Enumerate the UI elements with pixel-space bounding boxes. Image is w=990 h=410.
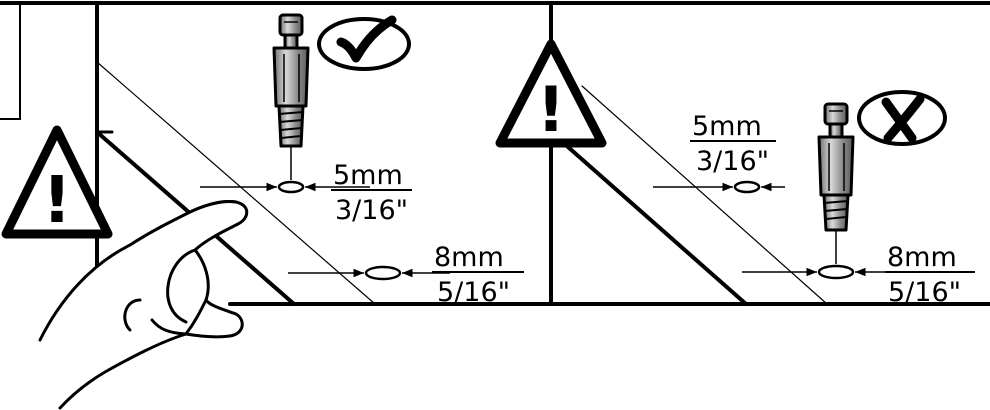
large-hole-imperial-label: 5/16" [437,277,510,308]
warning-triangle-icon: ! [1,125,113,239]
hole-large [364,265,402,281]
small-hole-metric-label: 5mm [333,160,403,191]
warning-exclamation: ! [537,73,565,146]
cam-dowel-icon [272,13,310,180]
large-hole-metric-label: 8mm [434,242,504,273]
hole-small [733,180,761,194]
dimension-arrows [200,182,900,278]
hole-small [277,180,305,194]
cross-icon [857,90,947,146]
cam-dowel-icon [817,102,855,264]
warning-triangle-icon: ! [495,39,607,148]
hole-large [817,264,855,280]
small-hole-imperial-label: 3/16" [696,146,769,177]
small-hole-metric-label: 5mm [692,111,762,142]
large-hole-imperial-label: 5/16" [888,277,961,308]
large-hole-metric-label: 8mm [887,242,957,273]
warning-exclamation: ! [42,164,71,238]
pointing-hand-icon [38,200,249,410]
checkmark-icon [317,15,411,71]
small-hole-imperial-label: 3/16" [335,195,408,226]
